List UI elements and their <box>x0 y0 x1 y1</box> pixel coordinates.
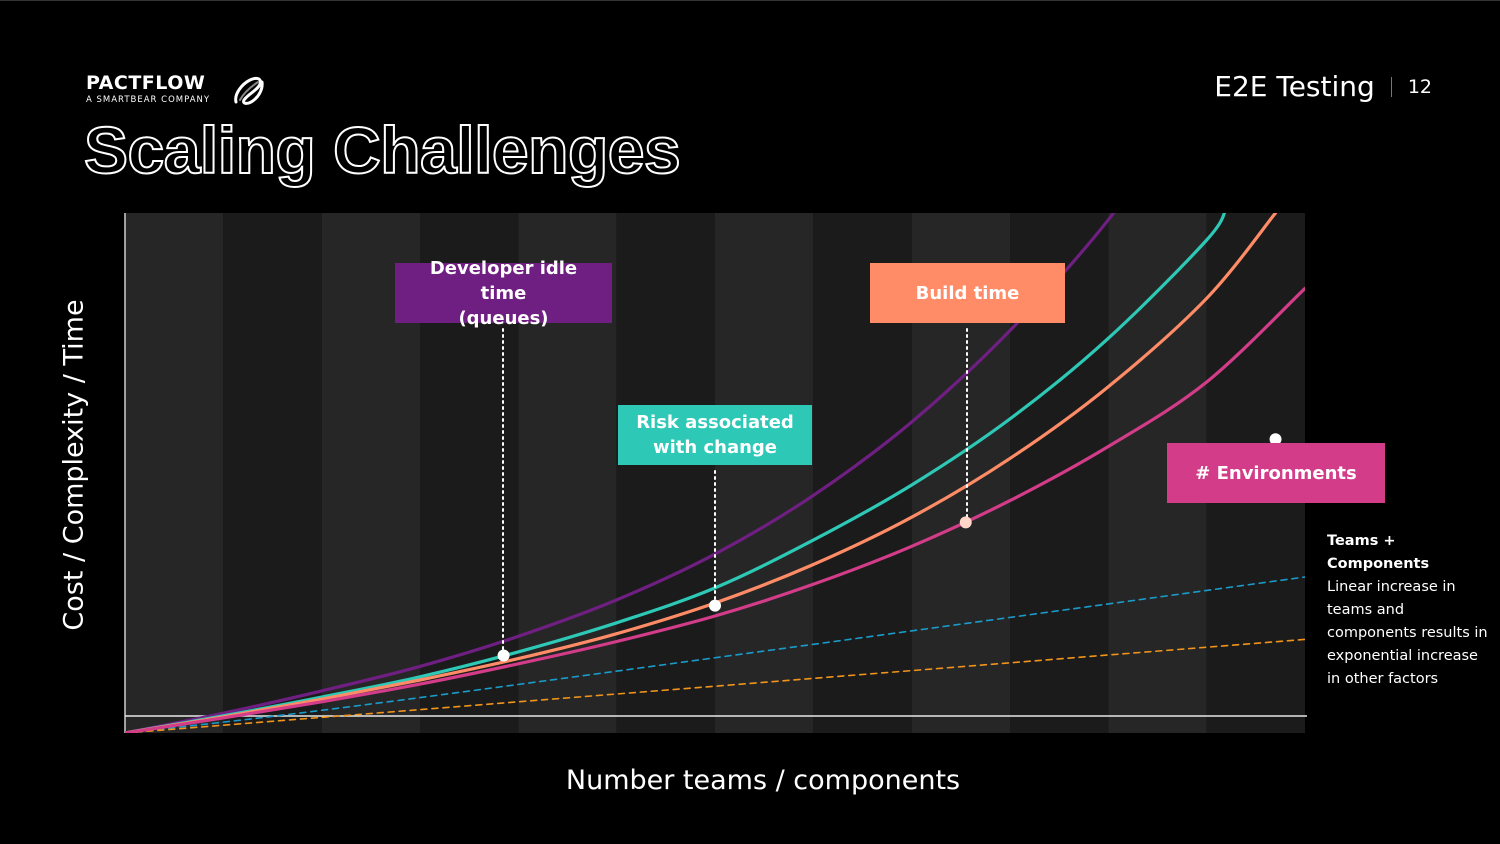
grid-band <box>125 213 224 733</box>
page-number: 12 <box>1407 75 1432 98</box>
callout-build-time: Build time <box>870 263 1065 323</box>
pactflow-logo: PACTFLOW A SMARTBEAR COMPANY <box>86 72 210 105</box>
teams-components-note: Teams + Components Linear increase in te… <box>1327 530 1495 691</box>
header-divider <box>1390 76 1392 97</box>
callout-marker-point <box>709 599 721 612</box>
note-title: Teams + Components <box>1327 533 1430 572</box>
series-line-teams <box>125 576 1305 733</box>
series-line-components <box>125 638 1305 733</box>
logo-subtitle: A SMARTBEAR COMPANY <box>86 95 211 105</box>
grid-band <box>223 213 322 733</box>
slide-title: Scaling Challenges <box>83 112 682 188</box>
x-axis-label: Number teams / components <box>565 765 961 796</box>
series-line-build-time <box>125 213 1278 733</box>
y-axis-label: Cost / Complexity / Time <box>58 299 90 631</box>
logo-name: PACTFLOW <box>86 72 206 94</box>
slide-header: E2E Testing 12 <box>1214 70 1432 103</box>
series-line-environments <box>125 286 1305 733</box>
callout-marker-point <box>1269 433 1282 446</box>
callout-risk-associated: Risk associated with change <box>618 405 812 465</box>
callout-marker-point <box>497 649 510 662</box>
pactflow-swirl-icon <box>234 76 264 105</box>
callout-marker-point <box>959 516 972 529</box>
grid-band <box>616 213 715 733</box>
callout-environments: # Environments <box>1167 443 1385 503</box>
callout-developer-idle-time: Developer idle time (queues) <box>395 258 612 329</box>
deck-title: E2E Testing <box>1214 70 1375 103</box>
note-text: Linear increase in teams and components … <box>1327 579 1488 687</box>
top-border-line <box>0 0 1500 1</box>
